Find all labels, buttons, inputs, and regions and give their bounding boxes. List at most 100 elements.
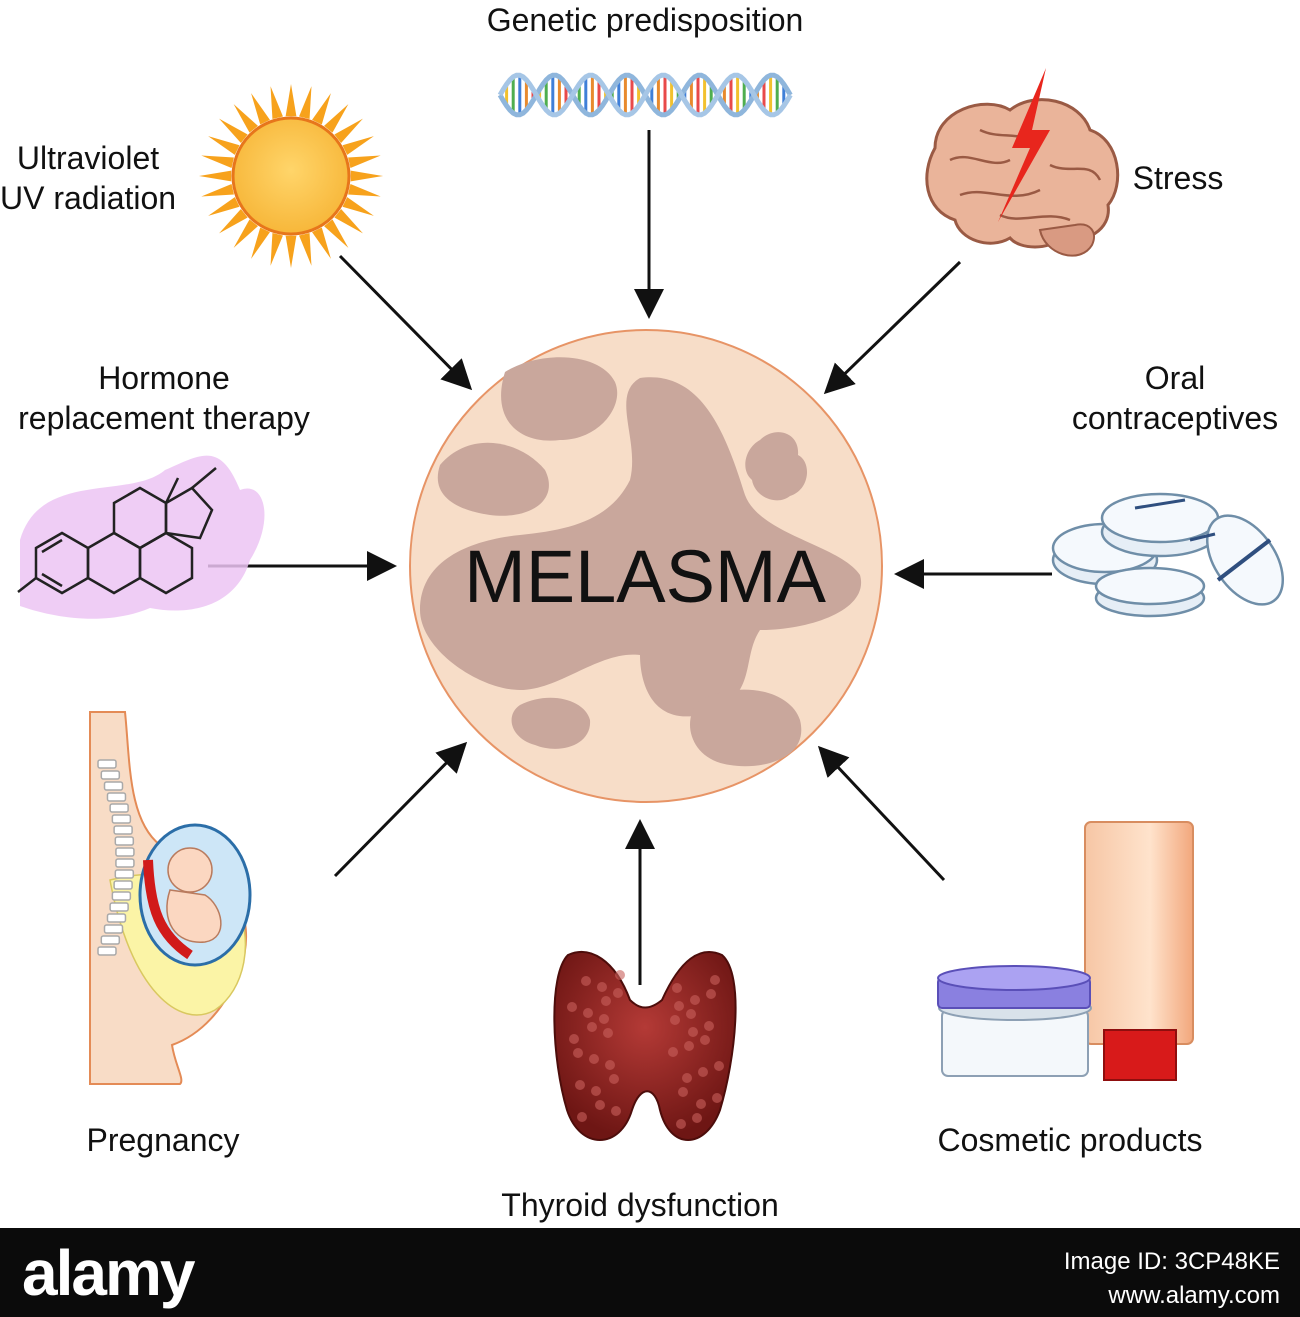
- vertebra: [109, 902, 129, 912]
- thyroid-follicle: [712, 1093, 722, 1103]
- vertebra: [103, 781, 124, 791]
- thyroid-follicle: [601, 996, 611, 1006]
- thyroid-follicle: [714, 1061, 724, 1071]
- thyroid-follicle: [603, 1028, 613, 1038]
- thyroid-follicle: [700, 1035, 710, 1045]
- vertebra: [111, 814, 132, 824]
- sun-ray: [219, 118, 248, 143]
- arrows: [208, 130, 1052, 985]
- sun-ray: [350, 170, 383, 182]
- thyroid-follicle: [692, 1113, 702, 1123]
- thyroid-follicle: [575, 1080, 585, 1090]
- dna-strand: [497, 72, 793, 118]
- thyroid-follicle: [672, 983, 682, 993]
- sun-ray: [312, 227, 331, 259]
- sun-ray: [348, 155, 381, 168]
- thyroid-follicle: [670, 1015, 680, 1025]
- thyroid-follicle: [678, 1087, 688, 1097]
- vertebra: [114, 869, 135, 879]
- label-oral: Oral contraceptives: [1060, 358, 1290, 438]
- sun-ray: [270, 233, 283, 266]
- thyroid-icon: [553, 951, 737, 1141]
- thyroid-follicle: [686, 1009, 696, 1019]
- vertebra: [109, 803, 129, 813]
- sun-ray: [285, 235, 297, 268]
- label-stress: Stress: [1118, 158, 1238, 198]
- sun-ray: [270, 86, 283, 119]
- thyroid-follicle: [611, 1106, 621, 1116]
- label-oral-line2: contraceptives: [1071, 400, 1279, 436]
- dna-icon: [497, 72, 793, 118]
- thyroid-follicle: [569, 1034, 579, 1044]
- thyroid-follicle: [615, 970, 625, 980]
- sun-ray: [334, 118, 363, 143]
- thyroid-follicle: [595, 1100, 605, 1110]
- thyroid-follicle: [587, 1022, 597, 1032]
- sun-ray: [299, 233, 312, 266]
- vertebra: [100, 770, 121, 780]
- sun-ray: [299, 86, 312, 119]
- sun-ray: [251, 227, 270, 259]
- sun-ray: [334, 209, 363, 234]
- thyroid-follicle: [581, 976, 591, 986]
- thyroid-follicle: [704, 1021, 714, 1031]
- label-uv-line2: UV radiation: [0, 180, 177, 216]
- thyroid-follicle: [577, 1112, 587, 1122]
- thyroid-follicle: [583, 1008, 593, 1018]
- thyroid-follicle: [599, 1014, 609, 1024]
- sun-ray: [312, 93, 331, 125]
- thyroid-follicle: [690, 995, 700, 1005]
- label-hormone-line1: Hormone: [98, 360, 230, 396]
- label-pregnancy: Pregnancy: [68, 1120, 258, 1160]
- label-thyroid-text: Thyroid dysfunction: [501, 1187, 779, 1223]
- sun-ray: [348, 184, 381, 197]
- thyroid-follicle: [688, 1027, 698, 1037]
- vertebra: [106, 792, 127, 802]
- sun-ray: [199, 170, 232, 182]
- melasma-skin-circle: [409, 329, 883, 803]
- site-url: www.alamy.com: [1108, 1282, 1280, 1309]
- vertebra: [97, 946, 117, 956]
- thyroid-follicle: [710, 975, 720, 985]
- pills-icon: [1051, 492, 1285, 618]
- sun-ray: [201, 155, 234, 168]
- sun-ray: [208, 197, 240, 216]
- vertebra: [114, 836, 135, 846]
- pigment-patches: [420, 357, 862, 767]
- label-cosmetic-text: Cosmetic products: [937, 1122, 1203, 1158]
- thyroid-follicle: [706, 989, 716, 999]
- pregnancy-icon: [89, 711, 252, 1085]
- thyroid-follicle: [609, 1074, 619, 1084]
- vertebra: [97, 759, 117, 769]
- label-uv-line1: Ultraviolet: [16, 140, 160, 176]
- sun-ray: [208, 136, 240, 155]
- label-cosmetic: Cosmetic products: [920, 1120, 1220, 1160]
- vertebra: [103, 924, 124, 934]
- thyroid-follicle: [613, 988, 623, 998]
- sun-ray: [324, 104, 349, 133]
- diagram-graphics: [17, 68, 1285, 1141]
- vertebra: [111, 891, 132, 901]
- arrow-cosmetic: [817, 745, 946, 882]
- label-hormone: Hormone replacement therapy: [14, 358, 314, 438]
- sun-ray: [251, 93, 270, 125]
- thyroid-follicle: [682, 1073, 692, 1083]
- sun-ray: [342, 136, 374, 155]
- thyroid-follicle: [605, 1060, 615, 1070]
- arrow-stress: [823, 260, 962, 395]
- vertebra: [113, 825, 133, 835]
- thyroid-follicle: [696, 1099, 706, 1109]
- sun-ray: [342, 197, 374, 216]
- thyroid-follicle: [591, 1086, 601, 1096]
- label-thyroid: Thyroid dysfunction: [480, 1185, 800, 1225]
- label-uv: Ultraviolet UV radiation: [0, 138, 176, 218]
- thyroid-follicle: [676, 1119, 686, 1129]
- sun-ray: [201, 184, 234, 197]
- thyroid-follicle: [684, 1041, 694, 1051]
- arrow-uv: [338, 254, 473, 391]
- thyroid-follicle: [668, 1047, 678, 1057]
- thyroid-follicle: [589, 1054, 599, 1064]
- thyroid-follicle: [573, 1048, 583, 1058]
- brand-logo: alamy: [22, 1237, 195, 1309]
- thyroid-follicle: [674, 1001, 684, 1011]
